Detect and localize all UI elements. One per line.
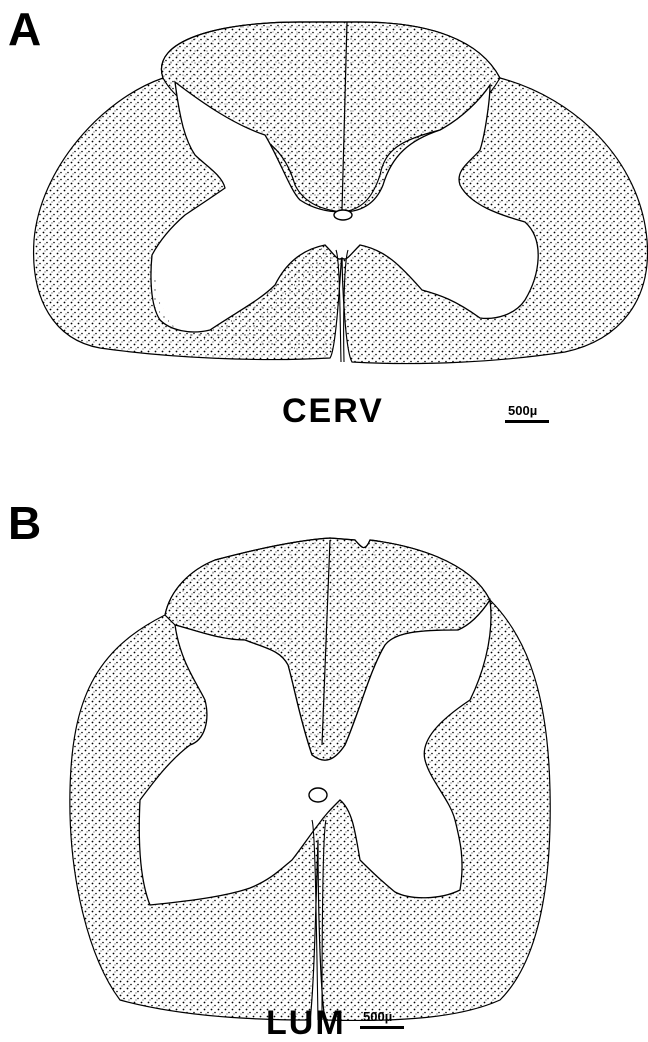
panel-b-letter: B [8, 500, 41, 546]
cervical-scale-label: 500µ [508, 404, 537, 417]
cervical-section-label: CERV [282, 394, 384, 428]
lumbar-central-canal [309, 788, 327, 802]
lumbar-scale-bar [360, 1026, 404, 1029]
lumbar-section [70, 538, 550, 1020]
cervical-scale-bar [505, 420, 549, 423]
lumbar-scale-label: 500µ [363, 1010, 392, 1023]
cervical-central-canal [334, 210, 352, 220]
cervical-section [34, 22, 648, 364]
lumbar-section-label: LUM [266, 1006, 346, 1040]
